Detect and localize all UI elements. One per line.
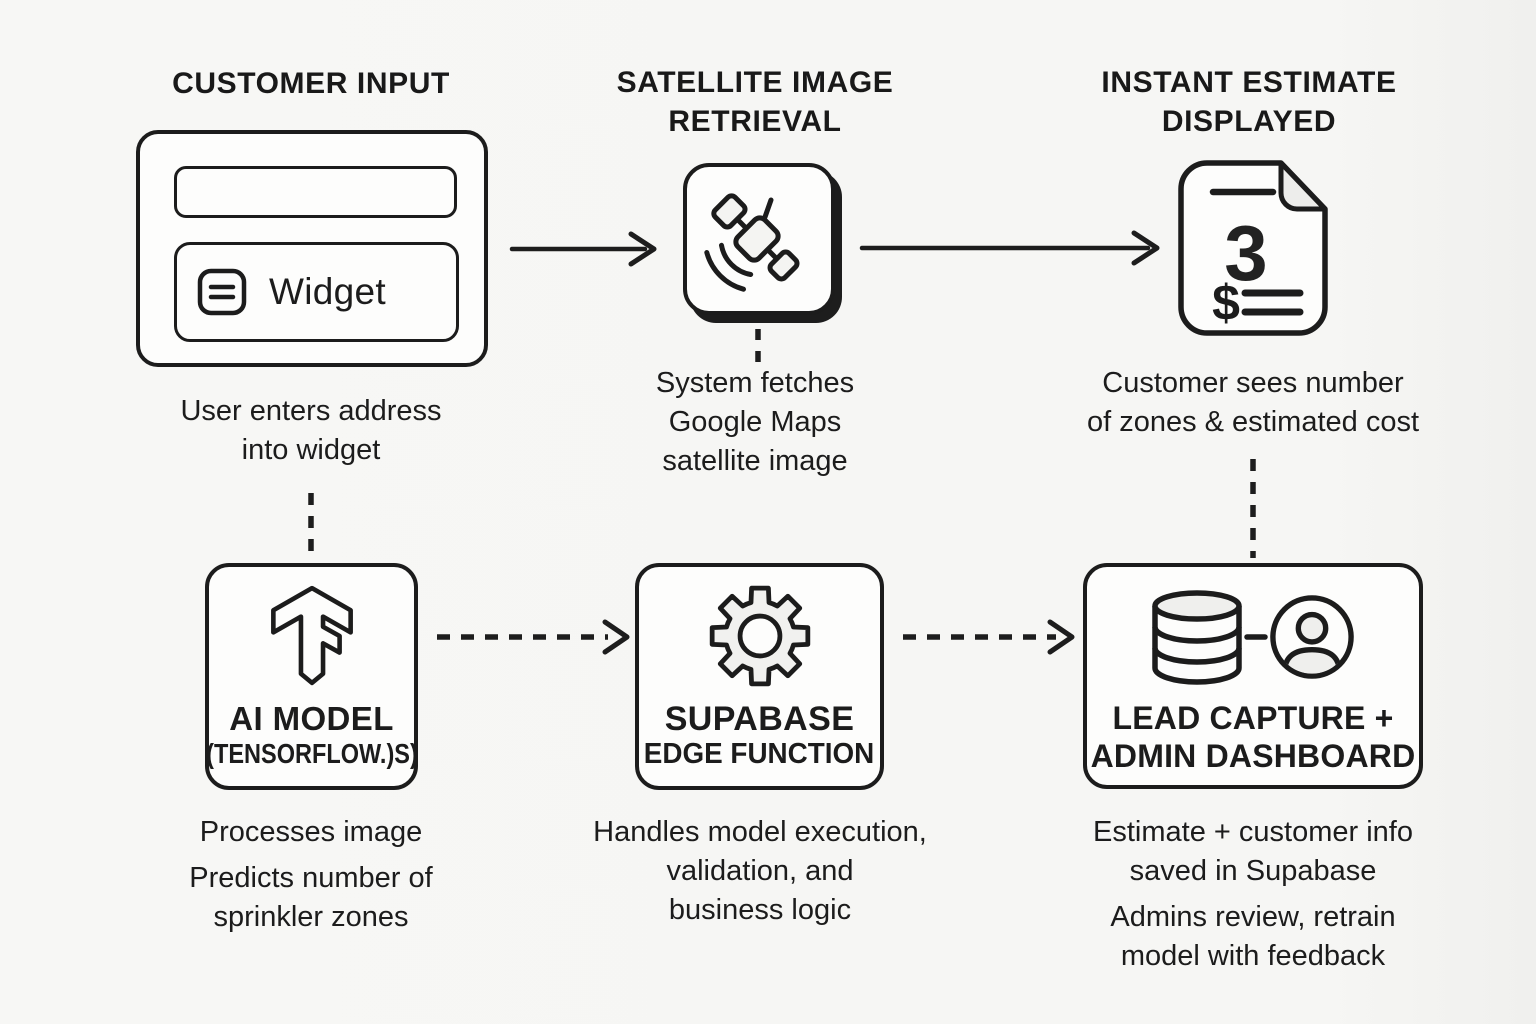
caption-line: of zones & estimated cost bbox=[1086, 406, 1420, 438]
arrow-supabase-to-leadcapture bbox=[903, 619, 1075, 655]
heading-customer-input: CUSTOMER INPUT bbox=[86, 64, 536, 103]
supabase-edge-function-node: SUPABASE EDGE FUNCTION bbox=[635, 563, 884, 790]
admin-dashboard-label: ADMIN DASHBOARD bbox=[1090, 738, 1416, 774]
satellite-retrieval-node bbox=[683, 163, 835, 315]
caption-line: Estimate + customer info bbox=[1093, 816, 1413, 848]
ai-model-label: AI MODEL bbox=[229, 700, 394, 737]
widget-button-label: Widget bbox=[269, 271, 386, 312]
address-input-field bbox=[174, 166, 457, 218]
heading-satellite-retrieval: SATELLITE IMAGE RETRIEVAL bbox=[552, 63, 958, 141]
caption-instant-estimate: Customer sees number of zones & estimate… bbox=[1028, 364, 1478, 442]
caption-supabase-edge-function: Handles model execution, validation, and… bbox=[540, 813, 980, 930]
arrow-input-to-satellite bbox=[509, 231, 657, 267]
ai-model-node: AI MODEL (TENSORFLOW.)S) bbox=[205, 563, 418, 790]
connector-dash-icon bbox=[1244, 634, 1268, 640]
caption-line: User enters address bbox=[180, 395, 442, 427]
caption-line: Admins review, retrain bbox=[1110, 901, 1396, 933]
caption-line: Google Maps bbox=[668, 406, 842, 438]
lead-capture-node: LEAD CAPTURE + ADMIN DASHBOARD bbox=[1083, 563, 1423, 789]
heading-line: RETRIEVAL bbox=[668, 105, 842, 138]
equals-lines-icon bbox=[197, 268, 247, 316]
heading-line: SATELLITE IMAGE bbox=[616, 66, 894, 99]
caption-satellite-retrieval: System fetches Google Maps satellite ima… bbox=[552, 364, 958, 481]
lead-capture-label: LEAD CAPTURE + bbox=[1112, 700, 1394, 736]
database-icon bbox=[1152, 590, 1242, 685]
caption-ai-model: Processes image Predicts number of sprin… bbox=[86, 813, 536, 937]
lead-capture-icons bbox=[1151, 589, 1355, 685]
caption-line: into widget bbox=[241, 434, 381, 466]
caption-line: satellite image bbox=[662, 445, 848, 477]
caption-line: sprinkler zones bbox=[213, 901, 409, 933]
ai-model-sublabel: (TENSORFLOW.)S) bbox=[205, 738, 418, 769]
caption-line: saved in Supabase bbox=[1129, 855, 1377, 887]
heading-line: CUSTOMER INPUT bbox=[172, 67, 450, 100]
caption-line: business logic bbox=[668, 894, 852, 926]
caption-line: Customer sees number bbox=[1102, 367, 1404, 399]
supabase-label: SUPABASE bbox=[664, 700, 855, 738]
zones-number: 3 bbox=[1224, 209, 1267, 297]
user-avatar-icon bbox=[1270, 595, 1354, 679]
caption-line: Predicts number of bbox=[189, 862, 433, 894]
caption-line: Handles model execution, bbox=[593, 816, 927, 848]
customer-input-node: Widget bbox=[136, 130, 488, 367]
arrow-satellite-to-estimate bbox=[859, 230, 1160, 266]
currency-symbol: $ bbox=[1212, 275, 1240, 331]
edge-function-label: EDGE FUNCTION bbox=[644, 738, 875, 770]
caption-line: validation, and bbox=[666, 855, 854, 887]
heading-line: INSTANT ESTIMATE bbox=[1101, 66, 1397, 99]
gear-icon bbox=[709, 585, 810, 687]
caption-line: Processes image bbox=[199, 816, 423, 848]
widget-button: Widget bbox=[174, 242, 459, 342]
satellite-icon bbox=[704, 193, 800, 292]
caption-lead-capture: Estimate + customer info saved in Supaba… bbox=[1028, 813, 1478, 976]
heading-line: DISPLAYED bbox=[1161, 105, 1337, 138]
caption-line: System fetches bbox=[655, 367, 855, 399]
tensorflow-logo-icon bbox=[270, 585, 353, 686]
estimate-document-icon: 3 $ bbox=[1178, 160, 1328, 336]
caption-customer-input: User enters address into widget bbox=[86, 392, 536, 470]
caption-line: model with feedback bbox=[1120, 940, 1386, 972]
arrow-aimodel-to-supabase bbox=[437, 619, 630, 655]
heading-instant-estimate: INSTANT ESTIMATE DISPLAYED bbox=[1034, 63, 1464, 141]
